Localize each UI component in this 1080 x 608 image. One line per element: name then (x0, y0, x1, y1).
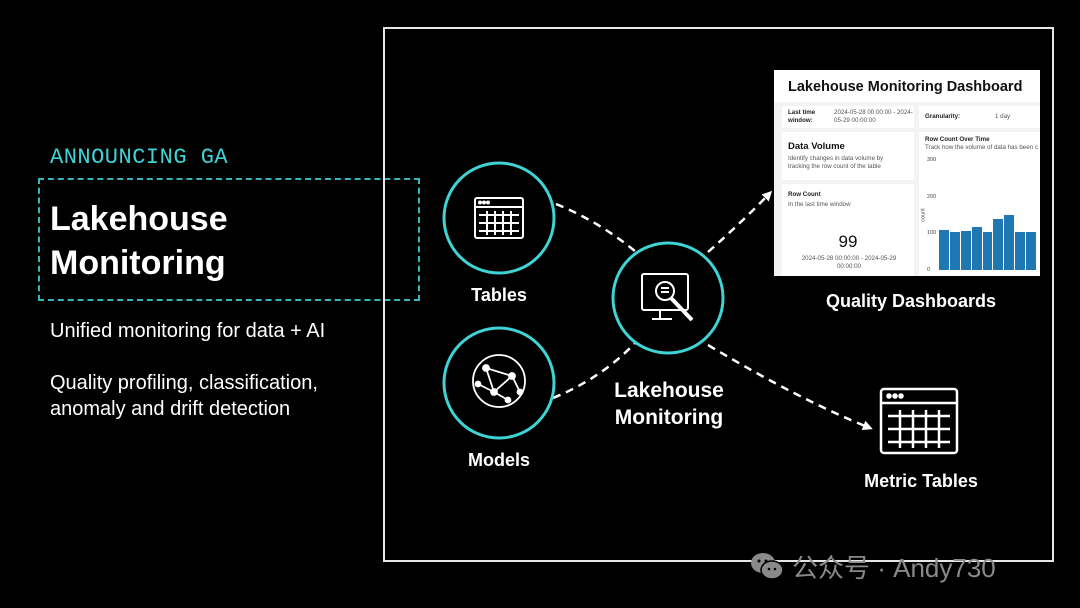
chart-bar (939, 229, 950, 270)
row-count-card: Row Count In the last time window 99 202… (782, 184, 914, 276)
chart-desc: Track how the volume of data has been c (925, 144, 1038, 151)
connector-tables-to-center (555, 202, 637, 253)
center-label-line-2: Monitoring (614, 406, 724, 429)
chart-bar (1026, 232, 1037, 270)
row-count-chart-card: Row Count Over Time Track how the volume… (919, 132, 1040, 276)
row-count-subtitle: In the last time window (788, 201, 851, 208)
models-node (442, 326, 556, 440)
tables-node (442, 161, 556, 275)
granularity-card: Granularity: 1 day (919, 106, 1040, 128)
chart-bar (949, 231, 961, 270)
quality-dashboards-label: Quality Dashboards (825, 291, 997, 311)
watermark-text: 公众号 · Andy730 (792, 552, 996, 583)
chart-bar (1015, 232, 1027, 270)
chart-title: Row Count Over Time (925, 136, 990, 143)
metric-tables-label: Metric Tables (864, 471, 978, 491)
connector-center-to-dashboards (707, 190, 773, 253)
diagram-frame (383, 27, 1054, 562)
time-window-value: 2024-05-28 00:00:00 - 2024-05-29 00:00:0… (834, 109, 913, 124)
network-icon (472, 354, 526, 408)
granularity-label: Granularity: (925, 113, 961, 120)
chart-bar (960, 230, 972, 270)
dashboard-title: Lakehouse Monitoring Dashboard (788, 79, 1023, 95)
y-tick-label: 200 (927, 193, 937, 200)
connector-models-to-center (552, 341, 637, 400)
y-tick-label: 300 (927, 157, 937, 163)
feature-list: Quality profiling, classification, anoma… (50, 372, 318, 420)
metric-table-icon (879, 387, 959, 455)
data-volume-desc: Identify changes in data volume by track… (788, 155, 884, 170)
center-label-line-1: Lakehouse (614, 379, 724, 402)
y-axis-label: count (920, 208, 927, 222)
granularity-value: 1 day (995, 113, 1011, 120)
center-label: Lakehouse Monitoring (598, 377, 740, 431)
row-count-range: 2024-05-28 00:00:00 - 2024-05-29 00:00:0… (801, 255, 897, 270)
chart-bar (993, 218, 1005, 270)
y-tick-label: 0 (927, 267, 931, 273)
page-title: Lakehouse Monitoring (50, 197, 410, 285)
dashboard-preview: Lakehouse Monitoring Dashboard Last time… (774, 70, 1040, 276)
row-count-title: Row Count (788, 191, 821, 198)
connector-center-to-metric-tables (707, 343, 873, 431)
y-tick-label: 100 (927, 230, 937, 237)
lakehouse-monitoring-node (611, 241, 725, 355)
data-volume-card: Data Volume Identify changes in data vol… (782, 132, 914, 180)
table-icon (474, 197, 524, 239)
chart-bar (982, 232, 994, 270)
title-line-1: Lakehouse (50, 200, 228, 238)
watermark: 公众号 · Andy730 (750, 548, 996, 584)
row-count-value: 99 (838, 232, 858, 251)
chart-bar (1004, 215, 1016, 270)
announcement-label: ANNOUNCING GA (50, 145, 229, 170)
chart-bar (971, 227, 983, 270)
title-line-2: Monitoring (50, 244, 226, 282)
tables-label: Tables (471, 285, 527, 305)
time-window-label: Last time window: (788, 109, 816, 124)
title-dashed-box (38, 178, 420, 301)
time-window-card: Last time window: 2024-05-28 00:00:00 - … (782, 106, 914, 128)
data-volume-title: Data Volume (788, 141, 845, 152)
wechat-icon (751, 553, 784, 580)
models-label: Models (467, 450, 530, 470)
monitor-search-icon (641, 273, 694, 322)
subtitle: Unified monitoring for data + AI (50, 320, 326, 342)
